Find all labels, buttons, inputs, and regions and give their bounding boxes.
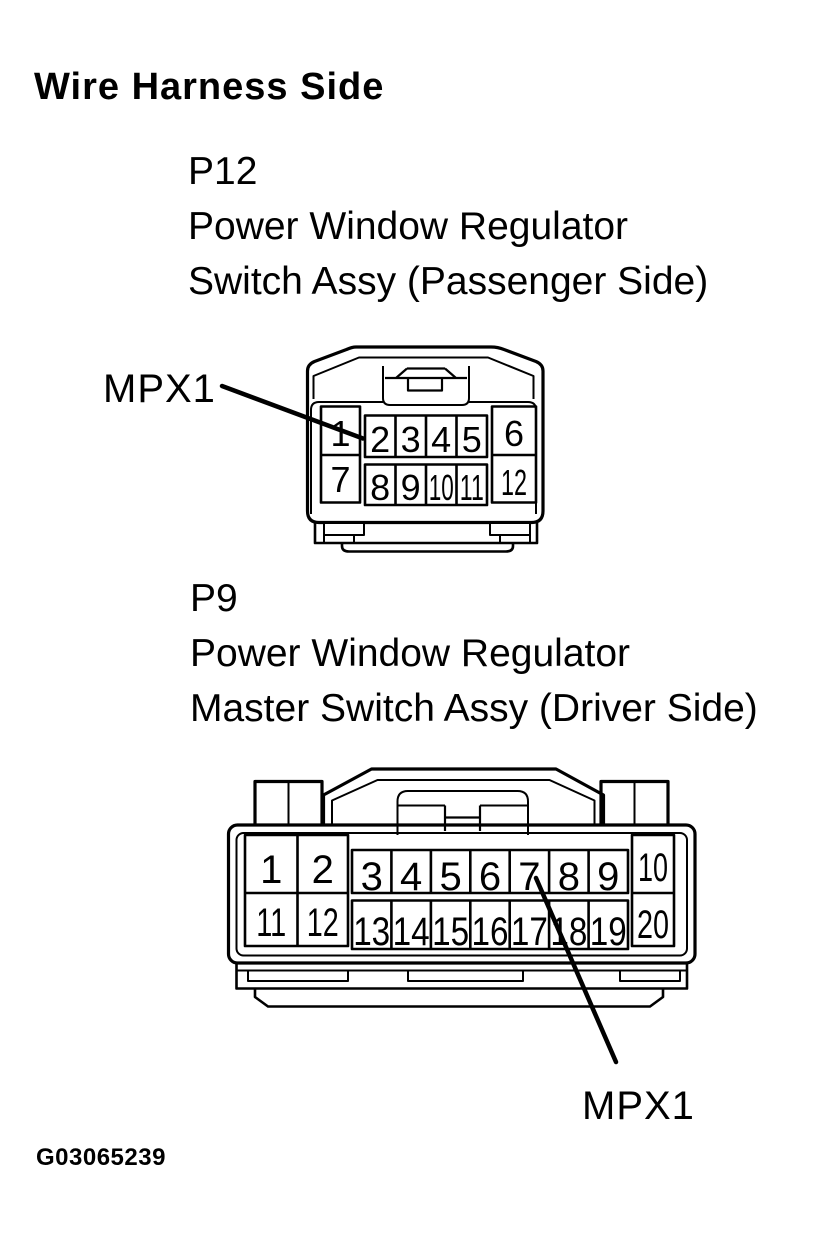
p9-pin-3-label: 3 (361, 855, 383, 899)
p12-pin-9-label: 9 (401, 467, 421, 508)
p9-mpx1-callout: MPX1 (582, 1084, 695, 1128)
p9-pin-box-right (630, 833, 676, 948)
p12-mpx1-callout: MPX1 (103, 367, 216, 411)
p12-pin-6-label: 6 (504, 413, 524, 454)
p9-pin-14-label: 14 (393, 910, 430, 954)
p9-hood-inner (331, 779, 596, 824)
p9-hood-outline (321, 767, 606, 824)
p12-pin-12-label: 12 (501, 462, 527, 503)
p9-foot-slot-center (407, 969, 524, 982)
p12-mpx1-leader-line (219, 383, 366, 441)
p9-pin-12-label: 12 (307, 901, 339, 945)
p9-pin-4-label: 4 (400, 855, 422, 899)
p9-pin-7-label: 7 (518, 855, 540, 899)
p12-connector-label: P12 Power Window Regulator Switch Assy (… (188, 144, 708, 309)
p12-lock-tab (382, 366, 470, 406)
p9-pin-6-label: 6 (479, 855, 501, 899)
p9-pin-box-middle-bottom (350, 899, 630, 951)
p9-foot-slot-right (619, 969, 681, 982)
p9-foot-bar (235, 963, 689, 990)
p9-pin-15-label: 15 (432, 910, 469, 954)
p12-pin-8-label: 8 (370, 467, 390, 508)
p9-ear-dividers (287, 781, 636, 824)
p12-pin-5-label: 5 (462, 419, 482, 460)
p12-housing-outline (305, 345, 545, 525)
p12-connector-drawing: 1 2 3 4 5 6 7 8 9 10 11 12 (219, 345, 545, 553)
p12-pin-dividers (321, 415, 536, 505)
p9-pin-5-label: 5 (439, 855, 461, 899)
p12-pin-2-label: 2 (370, 419, 390, 460)
p9-connector-code: P9 (190, 577, 238, 620)
p9-pin-16-label: 16 (472, 910, 509, 954)
p12-connector-name-line1: Power Window Regulator (188, 205, 629, 248)
p12-connector-name-line2: Switch Assy (Passenger Side) (188, 260, 709, 303)
p9-pin-8-label: 8 (558, 855, 580, 899)
p9-bottom-skirt (253, 988, 665, 1008)
p12-lock-tab-detail (385, 367, 467, 392)
p9-pin-13-label: 13 (353, 910, 390, 954)
p12-connector-code: P12 (188, 150, 258, 193)
p12-bottom-skirt (340, 543, 515, 553)
p12-pin-7-label: 7 (330, 459, 350, 500)
p9-pin-19-label: 19 (590, 910, 627, 954)
p9-pin-17-label: 17 (511, 910, 548, 954)
p12-pin-11-label: 11 (460, 467, 484, 508)
p9-connector-name-line2: Master Switch Assy (Driver Side) (190, 687, 758, 730)
page-title: Wire Harness Side (34, 66, 385, 108)
p9-pin-2-label: 2 (312, 848, 334, 892)
p9-mpx1-leader-line (533, 875, 619, 1065)
figure-id: G03065239 (36, 1144, 166, 1171)
p12-foot-bar (313, 523, 539, 545)
p9-pin-1-label: 1 (260, 848, 282, 892)
p9-pin-10-label: 10 (638, 846, 668, 890)
p9-pin-20-label: 20 (637, 903, 669, 947)
p12-foot-slot-left (323, 522, 365, 536)
p12-pin-3-label: 3 (401, 419, 421, 460)
p9-face-rim (235, 832, 688, 957)
p9-pin-dividers (245, 835, 674, 949)
p9-housing-outline (226, 823, 697, 965)
p9-pin-11-label: 11 (256, 901, 286, 945)
p9-lock-tab (443, 805, 482, 831)
p9-connector-name-line1: Power Window Regulator (190, 632, 631, 675)
p12-pin-1-label: 1 (330, 413, 350, 454)
p9-connector-label: P9 Power Window Regulator Master Switch … (190, 571, 758, 736)
p9-foot-slot-left (247, 969, 349, 982)
p12-pin-4-label: 4 (431, 419, 451, 460)
p12-foot-slot-right (489, 522, 531, 536)
p12-pin-10-label: 10 (429, 467, 454, 508)
p9-pin-9-label: 9 (597, 855, 619, 899)
p9-pin-box-middle-top (350, 848, 630, 895)
p12-foot-steps (323, 535, 531, 543)
p9-pin-18-label: 18 (550, 910, 587, 954)
p9-connector-drawing: 1 2 3 4 5 6 7 8 9 10 11 12 13 14 15 16 1… (226, 767, 697, 1065)
p9-hood-opening (396, 790, 529, 835)
p12-housing-inner-shoulder (312, 356, 535, 399)
